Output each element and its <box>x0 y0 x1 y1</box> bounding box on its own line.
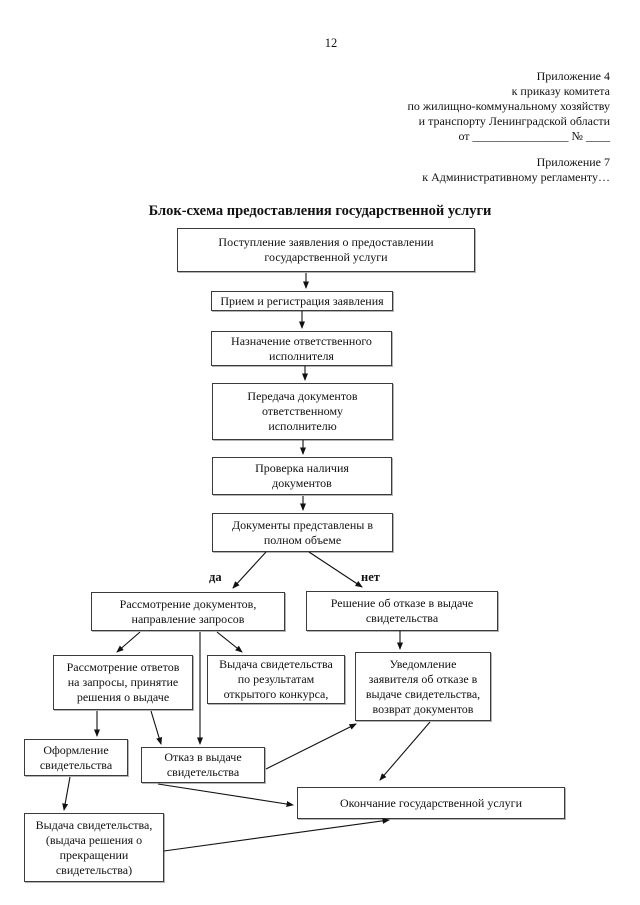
node-documents-complete: Документы представлены в полном объеме <box>212 513 393 552</box>
node-service-end: Окончание государственной услуги <box>297 787 565 819</box>
node-certificate-registration: Оформление свидетельства <box>24 739 128 776</box>
arrow-review-to-contest <box>216 631 243 653</box>
appendix-line: к приказу комитета <box>511 84 610 98</box>
node-transfer-documents: Передача документов ответственному испол… <box>212 383 393 440</box>
arrow-refusal-to-end <box>157 783 294 807</box>
node-notify-refusal-return: Уведомление заявителя об отказе в выдаче… <box>355 652 491 721</box>
flowchart-title: Блок-схема предоставления государственно… <box>148 203 492 219</box>
node-refusal-to-issue: Отказ в выдаче свидетельства <box>141 747 265 783</box>
node-review-documents-requests: Рассмотрение документов, направление зап… <box>91 592 285 631</box>
appendix-line: от ________________ № ____ <box>458 129 610 143</box>
page-number: 12 <box>324 36 338 50</box>
appendix-line: и транспорту Ленинградской области <box>418 114 610 128</box>
arrow-registration-to-issue <box>62 776 71 811</box>
node-review-responses: Рассмотрение ответов на запросы, приняти… <box>53 655 193 710</box>
branch-label-yes: да <box>209 570 222 584</box>
arrow-issue-to-end <box>163 817 390 852</box>
appendix-line: по жилищно-коммунальному хозяйству <box>407 99 610 113</box>
branch-label-no: нет <box>361 570 380 584</box>
arrow-notify-to-end <box>379 721 431 781</box>
appendix-line: Приложение 4 <box>536 69 610 83</box>
appendix-line: Приложение 7 <box>536 155 610 169</box>
node-check-documents: Проверка наличия документов <box>212 457 392 495</box>
arrow-complete-yes <box>232 551 267 589</box>
arrow-review-to-responses <box>116 631 141 653</box>
appendix-4-block: Приложение 4 к приказу комитета по жилищ… <box>407 69 610 144</box>
node-accept-and-register: Прием и регистрация заявления <box>211 291 393 311</box>
node-application-received: Поступление заявления о предоставлении г… <box>177 228 475 272</box>
appendix-line: к Административному регламенту… <box>422 170 610 184</box>
arrow-complete-no <box>308 551 363 588</box>
node-certificate-issue: Выдача свидетельства, (выдача решения о … <box>24 813 164 882</box>
arrow-responses-to-refusal <box>150 710 162 745</box>
node-refusal-decision: Решение об отказе в выдаче свидетельства <box>306 591 498 631</box>
node-issue-by-contest: Выдача свидетельства по результатам откр… <box>207 655 345 704</box>
node-assign-executor: Назначение ответственного исполнителя <box>211 331 392 366</box>
appendix-7-block: Приложение 7 к Административному регламе… <box>422 155 610 185</box>
arrow-refusal-to-notify <box>265 723 357 770</box>
